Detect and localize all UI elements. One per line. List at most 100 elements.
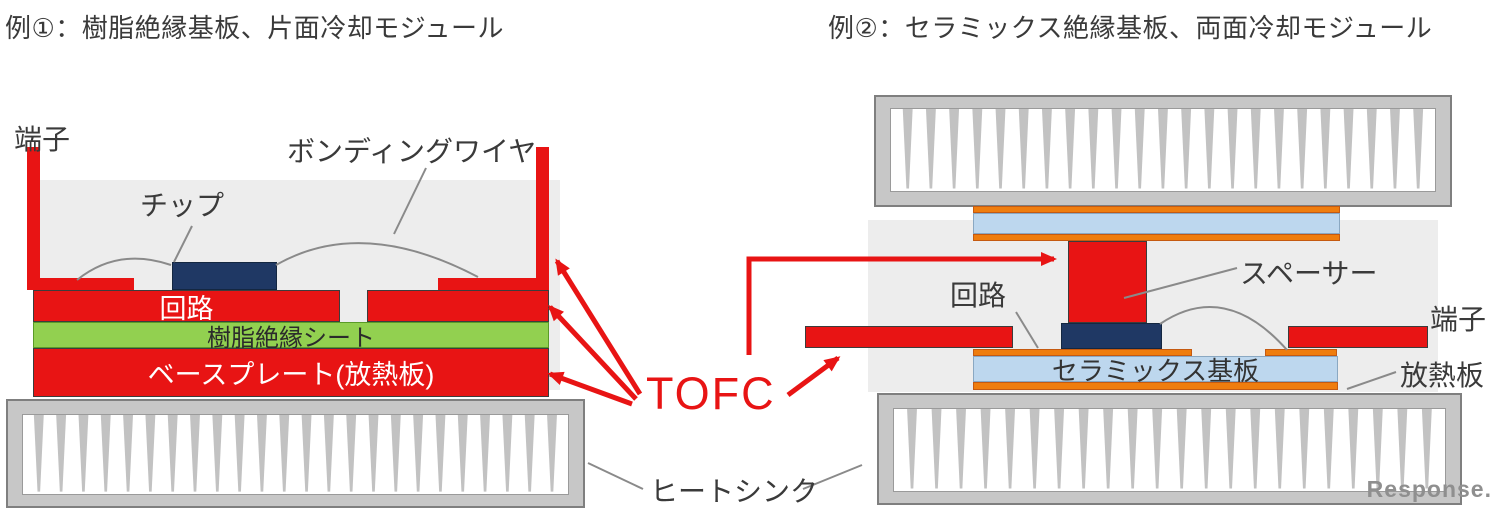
spacer-label: スペーサー <box>1240 258 1378 289</box>
heatsink-fin <box>1103 409 1114 489</box>
right-module-terminal-right <box>1288 326 1428 348</box>
heatsink-fin <box>480 415 491 492</box>
right-upper-circuit-bottom <box>973 234 1340 241</box>
terminal-label-left: 端子 <box>14 124 71 155</box>
bonding-wire-label: ボンディングワイヤ <box>287 136 537 167</box>
tofc-arrow-terminal <box>554 258 643 396</box>
left-module-chip <box>172 262 277 290</box>
heatsink-fin <box>1323 409 1334 489</box>
left-module-terminal-right-pin <box>536 147 549 290</box>
right-module-spacer <box>1068 241 1147 323</box>
heatsink-fin <box>1320 109 1331 189</box>
heatsink-fin <box>956 409 966 489</box>
left-module-terminal-left-pin <box>27 147 40 290</box>
heatsink-fin <box>925 109 936 189</box>
tofc-arrow-circuit <box>547 304 638 401</box>
heatsink-fin <box>1018 109 1029 189</box>
heatsink-fin <box>1413 109 1424 189</box>
heatsink-fin <box>1181 109 1192 189</box>
heatsink-fin <box>1297 109 1308 189</box>
heatsink-fin <box>1065 109 1076 189</box>
heatsink-fin <box>56 415 67 492</box>
heatsink-fin <box>1078 409 1089 489</box>
left-module-circuit-layer: 回路 <box>33 290 340 324</box>
right-lower-ceramic: セラミックス基板 <box>973 356 1338 386</box>
heatsink-fin <box>980 409 991 489</box>
heatsink-fin <box>190 415 200 492</box>
left-module-terminal-right-foot <box>438 278 549 290</box>
heatsink-fin <box>949 109 960 189</box>
circuit-label-right: 回路 <box>950 280 1007 311</box>
right-upper-ceramic <box>973 213 1340 234</box>
heatsink-fin <box>524 415 535 492</box>
heatsink-fin <box>1127 409 1138 489</box>
heat-spreader-label: 放熱板 <box>1400 360 1485 391</box>
heatsink-fin <box>413 415 424 492</box>
heatsink-fin <box>1225 409 1236 489</box>
right-upper-circuit-top <box>973 206 1340 213</box>
right-lower-heat-spreader <box>973 382 1338 390</box>
heatsink-fin <box>1390 109 1400 189</box>
heatsink-fin <box>78 415 89 492</box>
heatsink-fin <box>256 415 267 492</box>
heatsink-fin <box>234 415 245 492</box>
heatsink-fin <box>1111 109 1122 189</box>
heatsink-fin <box>346 415 357 492</box>
heatsink-fin <box>390 415 401 492</box>
heatsink-fin <box>1152 409 1163 489</box>
heatsink-fin <box>1041 109 1052 189</box>
heatsink-fin <box>212 415 223 492</box>
heatsink-fin <box>435 415 446 492</box>
left-module-resin-sheet-layer: 樹脂絶縁シート <box>33 322 549 352</box>
heatsink-fin <box>100 415 111 492</box>
heatsink-fin <box>1343 109 1354 189</box>
tofc-arrow-right-terminal <box>786 355 841 398</box>
heatsink-fin <box>902 109 913 189</box>
heatsink-fin <box>1054 409 1065 489</box>
right-module-heatsink-top <box>874 95 1452 207</box>
heatsink-fin <box>931 409 942 489</box>
left-module-base-plate-layer: ベースプレート(放熱板) <box>33 348 549 397</box>
right-module-chip <box>1061 323 1162 349</box>
heatsink-label: ヒートシンク <box>650 476 819 507</box>
heatsink-fin <box>907 409 917 489</box>
heatsink-fin <box>1366 109 1377 189</box>
heatsink-fin <box>145 415 156 492</box>
heatsink-fin <box>167 415 178 492</box>
heatsink-fin <box>1274 109 1284 189</box>
heatsink-fin <box>1250 109 1261 189</box>
right-bottom-heatsink-fins <box>893 408 1446 492</box>
tofc-label: TOFC <box>646 368 776 419</box>
heatsink-fin <box>972 109 983 189</box>
right-lower-circuit-pad-right <box>1265 349 1337 356</box>
heatsink-fin <box>33 415 44 492</box>
heatsink-fin <box>1421 409 1432 489</box>
chip-label: チップ <box>140 190 225 221</box>
heatsink-fin <box>547 415 557 492</box>
heatsink-fin <box>1274 409 1285 489</box>
heatsink-fin <box>1204 109 1215 189</box>
heatsink-fin <box>1176 409 1187 489</box>
left-heatsink-fins <box>22 414 569 495</box>
watermark-logo: Response. <box>1366 476 1492 502</box>
heatsink-fin <box>995 109 1006 189</box>
right-module-terminal-left <box>805 326 1013 348</box>
heatsink-fin <box>368 415 379 492</box>
left-module-title: 例①：樹脂絶縁基板、片面冷却モジュール <box>5 13 504 43</box>
heatsink-fin <box>1201 409 1212 489</box>
left-module-circuit-layer-right <box>367 290 549 322</box>
heatsink-fin <box>1250 409 1261 489</box>
heatsink-fin <box>1088 109 1099 189</box>
left-module-heatsink <box>6 399 585 508</box>
heatsink-fin <box>1005 409 1016 489</box>
right-top-heatsink-fins <box>890 108 1436 192</box>
terminal-label-right: 端子 <box>1430 304 1487 335</box>
heatsink-fin <box>1227 109 1238 189</box>
heatsink-fin <box>123 415 134 492</box>
heatsink-fin <box>1348 409 1359 489</box>
heatsink-fin <box>1299 409 1310 489</box>
leader-heatsink-left <box>587 462 644 490</box>
right-module-title: 例②：セラミックス絶縁基板、両面冷却モジュール <box>828 13 1433 43</box>
heatsink-fin <box>1397 409 1408 489</box>
